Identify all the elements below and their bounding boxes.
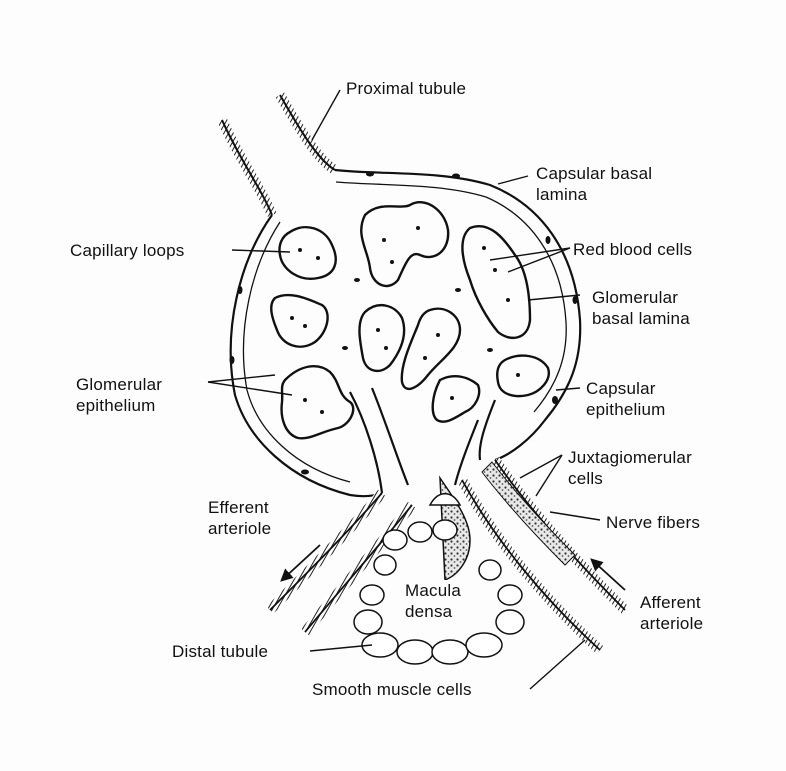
distal-tubule (354, 478, 524, 664)
proximal-tubule (222, 95, 335, 215)
capillary-loop (433, 376, 479, 422)
label-juxtaglomerular-cells: Juxtagiomerular cells (568, 447, 692, 489)
capillary-loop (361, 202, 448, 286)
vascular-pole (350, 388, 495, 493)
label-nerve-fibers: Nerve fibers (606, 512, 700, 533)
capillary-loop (497, 356, 549, 396)
label-proximal-tubule: Proximal tubule (346, 78, 466, 99)
label-capillary-loops: Capillary loops (70, 240, 185, 261)
label-capsular-basal-lamina: Capsular basal lamina (536, 163, 652, 205)
capillary-loop (271, 295, 327, 347)
label-macula-densa: Macula densa (405, 580, 461, 622)
capillary-loops (271, 202, 549, 438)
label-glomerular-epithelium: Glomerular epithelium (76, 374, 162, 416)
label-afferent-arteriole: Afferent arteriole (640, 592, 703, 634)
bowmans-capsule (231, 170, 580, 496)
label-smooth-muscle-cells: Smooth muscle cells (312, 679, 472, 700)
label-red-blood-cells: Red blood cells (573, 239, 692, 260)
red-blood-cells (290, 226, 520, 414)
capillary-loop (282, 366, 354, 438)
capillary-loop (279, 227, 335, 279)
label-efferent-arteriole: Efferent arteriole (208, 497, 271, 539)
label-distal-tubule: Distal tubule (172, 641, 268, 662)
label-glomerular-basal-lamina: Glomerular basal lamina (592, 287, 690, 329)
label-capsular-epithelium: Capsular epithelium (586, 378, 666, 420)
capillary-loop (462, 226, 530, 338)
capillary-loop (359, 305, 404, 371)
